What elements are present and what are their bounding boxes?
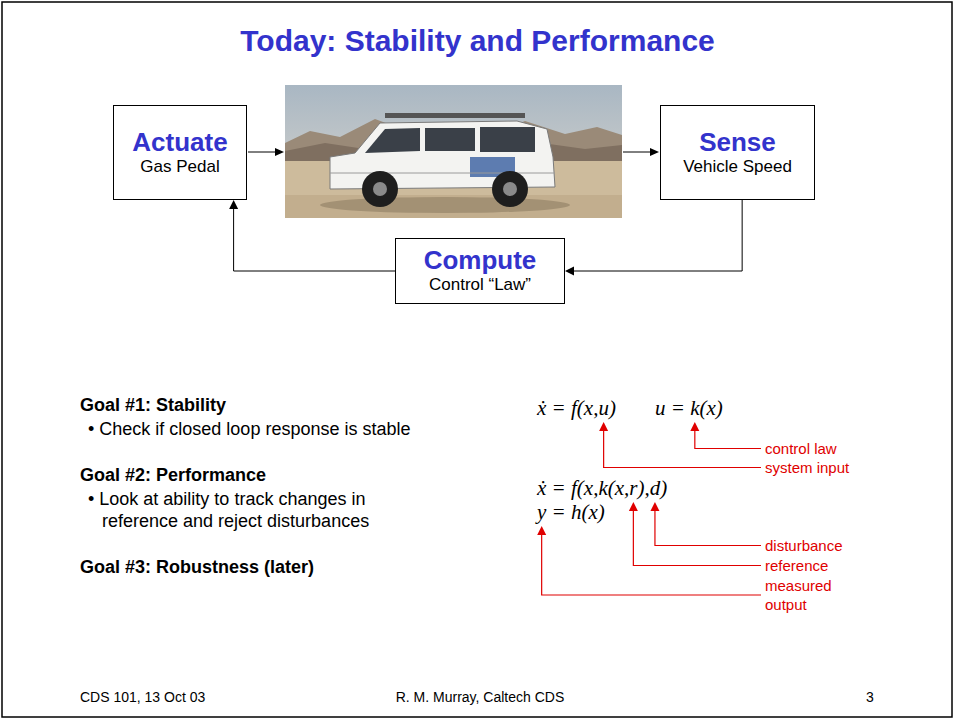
label-slot: 3	[866, 688, 874, 706]
annotation: measured output	[765, 576, 845, 614]
goal-heading: Goal #3: Robustness (later)	[80, 557, 314, 578]
label-slot: disturbance	[765, 536, 843, 555]
truck-window	[480, 127, 535, 152]
actuate-box: ActuateGas Pedal	[113, 105, 247, 200]
leader-line	[599, 422, 761, 468]
leader-path	[695, 429, 761, 449]
footer-text: R. M. Murray, Caltech CDS	[396, 689, 565, 705]
label-slot: • Look at ability to track changes in re…	[88, 488, 423, 532]
footer-text: CDS 101, 13 Oct 03	[80, 689, 205, 705]
compute-box: ComputeControl “Law”	[395, 238, 565, 304]
truck-trim	[330, 173, 555, 174]
connector-line	[572, 200, 742, 271]
leader-path	[542, 533, 761, 595]
label-slot: system input	[765, 458, 849, 477]
label-slot: Goal #3: Robustness (later)	[80, 557, 314, 578]
truck-shadow	[320, 197, 570, 213]
goal-heading: Goal #1: Stability	[80, 395, 226, 416]
signal-arrow	[248, 148, 284, 156]
arrowhead	[229, 200, 238, 209]
label-slot: R. M. Murray, Caltech CDS	[300, 688, 660, 706]
label-slot: control law	[765, 439, 837, 458]
label-slot: ẋ = f(x,u)	[537, 396, 616, 421]
arrowhead	[275, 148, 284, 156]
signal-arrow	[623, 148, 659, 156]
feedback-connector	[229, 200, 395, 271]
connector-line	[234, 207, 395, 271]
leader-arrowhead	[599, 422, 608, 431]
equation: ẋ = f(x,u)	[537, 396, 616, 421]
slide-title: Today: Stability and Performance	[240, 24, 715, 57]
label-slot: Goal #1: Stability	[80, 395, 226, 416]
truck-hub	[503, 182, 517, 196]
equation: u = k(x)	[655, 396, 723, 421]
bullet-text: • Check if closed loop response is stabl…	[88, 418, 410, 440]
goal-heading: Goal #2: Performance	[80, 465, 266, 486]
box-subtitle: Vehicle Speed	[683, 157, 792, 177]
leader-arrowhead	[629, 502, 638, 511]
arrowhead	[565, 267, 574, 276]
truck-hub	[373, 182, 387, 196]
leader-path	[633, 509, 761, 566]
leader-line	[650, 502, 761, 546]
leader-line	[537, 526, 761, 595]
box-subtitle: Gas Pedal	[140, 157, 219, 177]
box-heading: Compute	[424, 246, 537, 275]
annotation: control law	[765, 439, 837, 458]
truck-wheel	[492, 171, 528, 207]
photo-sky	[285, 85, 622, 218]
sense-box: SenseVehicle Speed	[660, 105, 815, 200]
leader-path	[604, 429, 761, 468]
page-number: 3	[866, 689, 874, 705]
leader-line	[629, 502, 761, 566]
roof-rack	[385, 113, 525, 118]
arrowhead	[650, 148, 659, 156]
equation: y = h(x)	[537, 500, 605, 525]
leader-arrowhead	[537, 526, 546, 535]
label-slot: ẋ = f(x,k(x,r),d)	[537, 476, 667, 501]
truck-window	[425, 128, 475, 151]
signal-line	[623, 152, 651, 153]
truck-wheel	[362, 171, 398, 207]
box-subtitle: Control “Law”	[429, 275, 531, 295]
leader-arrowhead	[650, 502, 659, 511]
equation: ẋ = f(x,k(x,r),d)	[537, 476, 667, 501]
feedback-connector	[565, 200, 742, 276]
label-slot: • Check if closed loop response is stabl…	[88, 418, 410, 440]
annotation: disturbance	[765, 536, 843, 555]
label-slot: Goal #2: Performance	[80, 465, 266, 486]
annotation: system input	[765, 458, 849, 477]
label-slot: reference	[765, 556, 828, 575]
annotation: reference	[765, 556, 828, 575]
photo-ground-shade	[285, 195, 622, 218]
box-heading: Actuate	[132, 128, 227, 157]
bullet-text: • Look at ability to track changes in re…	[88, 488, 423, 532]
label-slot: y = h(x)	[537, 500, 605, 525]
signal-line	[248, 152, 276, 153]
leader-arrowhead	[690, 422, 699, 431]
title-slot: Today: Stability and Performance	[0, 24, 955, 58]
label-slot: measured output	[765, 576, 845, 614]
label-slot: CDS 101, 13 Oct 03	[80, 688, 205, 706]
leader-path	[655, 509, 761, 546]
vehicle-photo	[285, 85, 622, 218]
truck-window	[365, 128, 420, 153]
leader-line	[690, 422, 761, 449]
label-slot: u = k(x)	[655, 396, 723, 421]
box-heading: Sense	[699, 128, 776, 157]
